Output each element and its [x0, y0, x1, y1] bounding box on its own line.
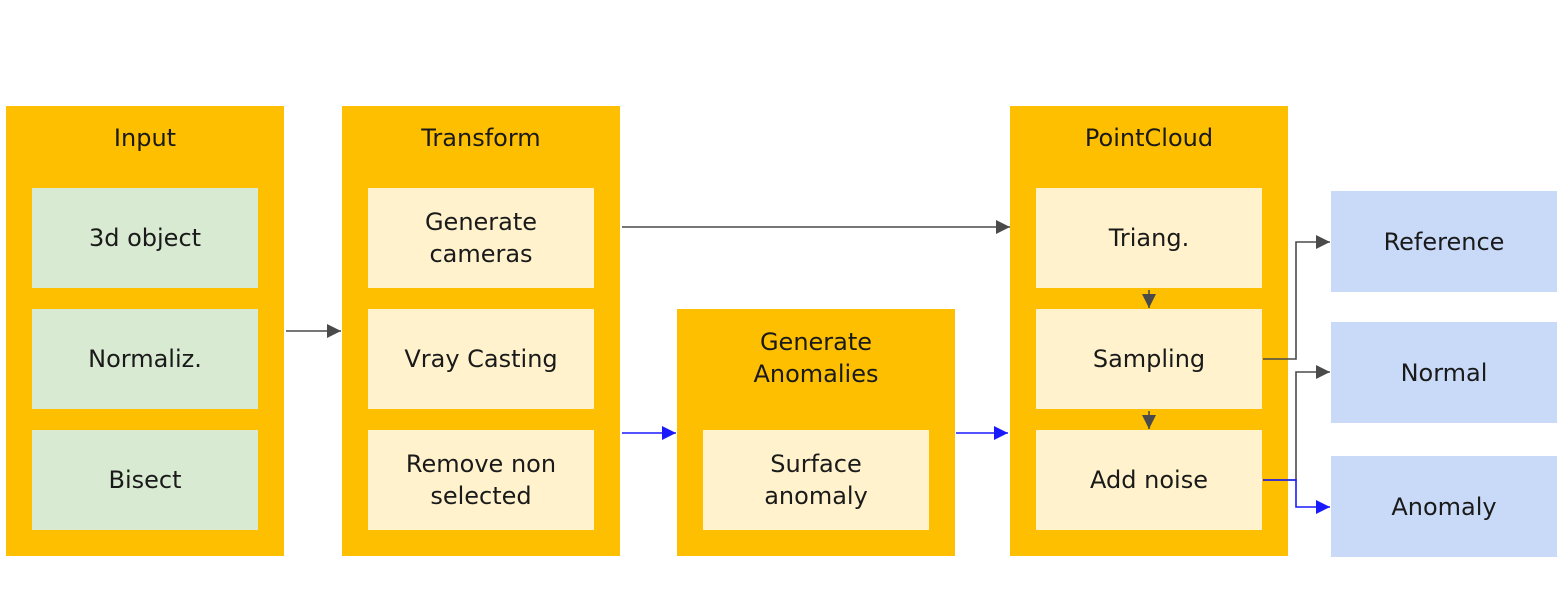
pointcloud-item-triang: Triang.	[1036, 188, 1262, 288]
transform-item-remove-non-selected: Remove non selected	[368, 430, 594, 530]
transform-item-generate-cameras: Generate cameras	[368, 188, 594, 288]
input-item-bisect: Bisect	[32, 430, 258, 530]
arrow-sampling-to-reference	[1263, 235, 1330, 360]
input-item-3d-object: 3d object	[32, 188, 258, 288]
pointcloud-item-add-noise: Add noise	[1036, 430, 1262, 530]
arrow-addnoise-to-anomaly	[1263, 479, 1330, 514]
arrow-addnoise-to-normal	[1263, 365, 1330, 481]
pointcloud-item-sampling: Sampling	[1036, 309, 1262, 409]
transform-item-vray-casting: Vray Casting	[368, 309, 594, 409]
output-anomaly: Anomaly	[1331, 456, 1557, 557]
output-reference: Reference	[1331, 191, 1557, 292]
anomalies-title: Generate Anomalies	[753, 328, 879, 388]
input-item-normaliz: Normaliz.	[32, 309, 258, 409]
input-title: Input	[113, 124, 177, 152]
output-normal: Normal	[1331, 322, 1557, 423]
anomalies-item-surface-anomaly: Surface anomaly	[703, 430, 929, 530]
pointcloud-title: PointCloud	[1084, 124, 1214, 152]
transform-title: Transform	[421, 124, 541, 152]
